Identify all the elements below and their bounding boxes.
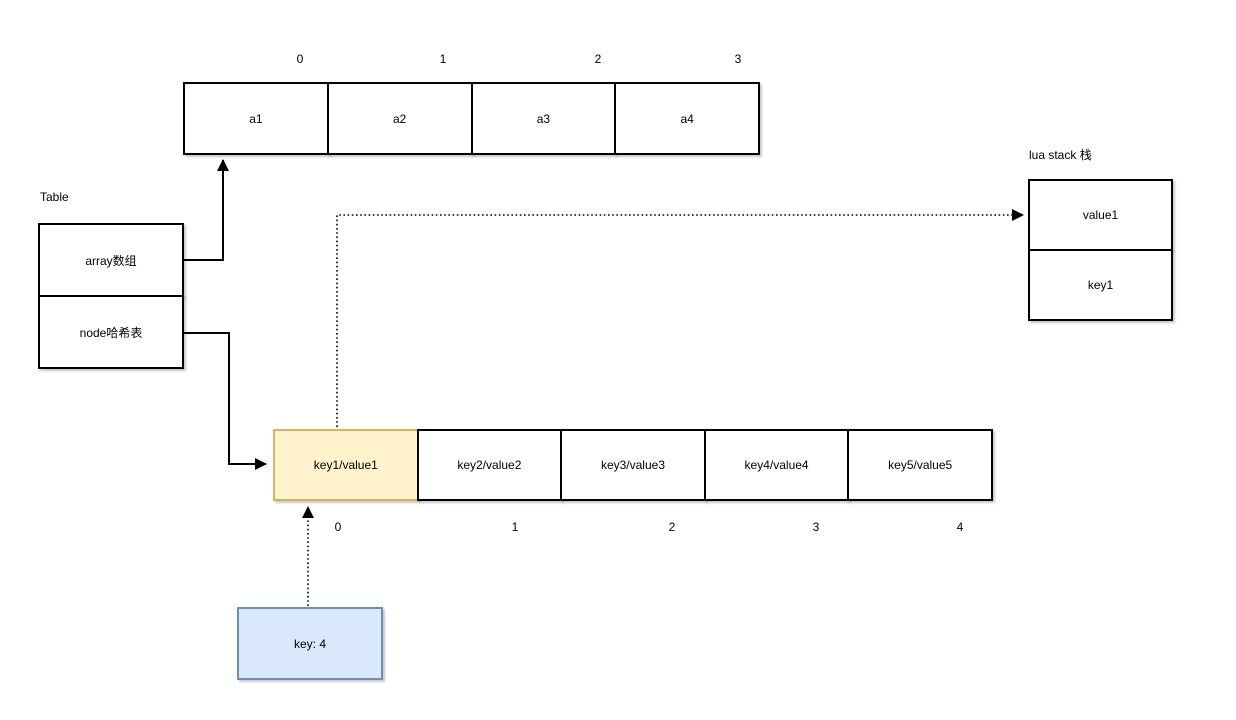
stack-row-key1: key1 bbox=[1028, 249, 1173, 321]
hash-cell-5: key5/value5 bbox=[847, 429, 993, 501]
hash-index-4: 4 bbox=[956, 520, 964, 534]
hash-cell-highlighted: key1/value1 bbox=[273, 429, 419, 501]
hash-cell-label: key5/value5 bbox=[888, 458, 953, 472]
hash-cell-label: key4/value4 bbox=[744, 458, 809, 472]
hash-index-2: 2 bbox=[668, 520, 676, 534]
stack-row-value1: value1 bbox=[1028, 179, 1173, 251]
hash-index-0: 0 bbox=[334, 520, 342, 534]
array-cell-label: a1 bbox=[249, 111, 263, 126]
key-box-label: key: 4 bbox=[293, 636, 326, 651]
array-cell-a3: a3 bbox=[470, 82, 617, 155]
array-index-2: 2 bbox=[594, 52, 602, 66]
lua-stack-title: lua stack 栈 bbox=[1029, 148, 1092, 162]
array-part: a1 a2 a3 a4 bbox=[183, 82, 760, 155]
array-cell-label: a3 bbox=[536, 111, 551, 126]
arrow-array-pointer bbox=[184, 159, 229, 261]
stack-row-label: key1 bbox=[1087, 278, 1114, 292]
hash-cell-3: key3/value3 bbox=[560, 429, 706, 501]
array-index-3: 3 bbox=[734, 52, 742, 66]
hash-cell-label: key2/value2 bbox=[457, 458, 522, 472]
arrow-node-pointer bbox=[184, 332, 267, 470]
array-cell-a2: a2 bbox=[326, 82, 473, 155]
array-cell-a1: a1 bbox=[183, 82, 329, 155]
table-row-node: node哈希表 bbox=[38, 295, 184, 369]
array-cell-label: a4 bbox=[680, 111, 694, 126]
table-row-label: node哈希表 bbox=[79, 325, 143, 340]
hash-cell-2: key2/value2 bbox=[416, 429, 563, 501]
table-row-label: array数组 bbox=[85, 253, 137, 268]
hash-index-3: 3 bbox=[812, 520, 820, 534]
array-index-0: 0 bbox=[296, 52, 304, 66]
table-box: array数组 node哈希表 bbox=[38, 223, 184, 369]
lua-stack-box: value1 key1 bbox=[1028, 179, 1173, 321]
hash-cell-4: key4/value4 bbox=[703, 429, 850, 501]
hash-index-1: 1 bbox=[511, 520, 519, 534]
array-cell-a4: a4 bbox=[614, 82, 760, 155]
key-box: key: 4 bbox=[237, 607, 383, 680]
hash-part: key1/value1 key2/value2 key3/value3 key4… bbox=[273, 429, 993, 501]
hash-cell-label: key3/value3 bbox=[600, 458, 665, 472]
hash-cell-label: key1/value1 bbox=[313, 458, 378, 472]
array-cell-label: a2 bbox=[392, 111, 407, 126]
table-row-array: array数组 bbox=[38, 223, 184, 297]
dotted-arrow-to-stack bbox=[336, 209, 1024, 427]
table-title: Table bbox=[40, 190, 69, 204]
array-index-1: 1 bbox=[439, 52, 447, 66]
stack-row-label: value1 bbox=[1082, 208, 1119, 222]
